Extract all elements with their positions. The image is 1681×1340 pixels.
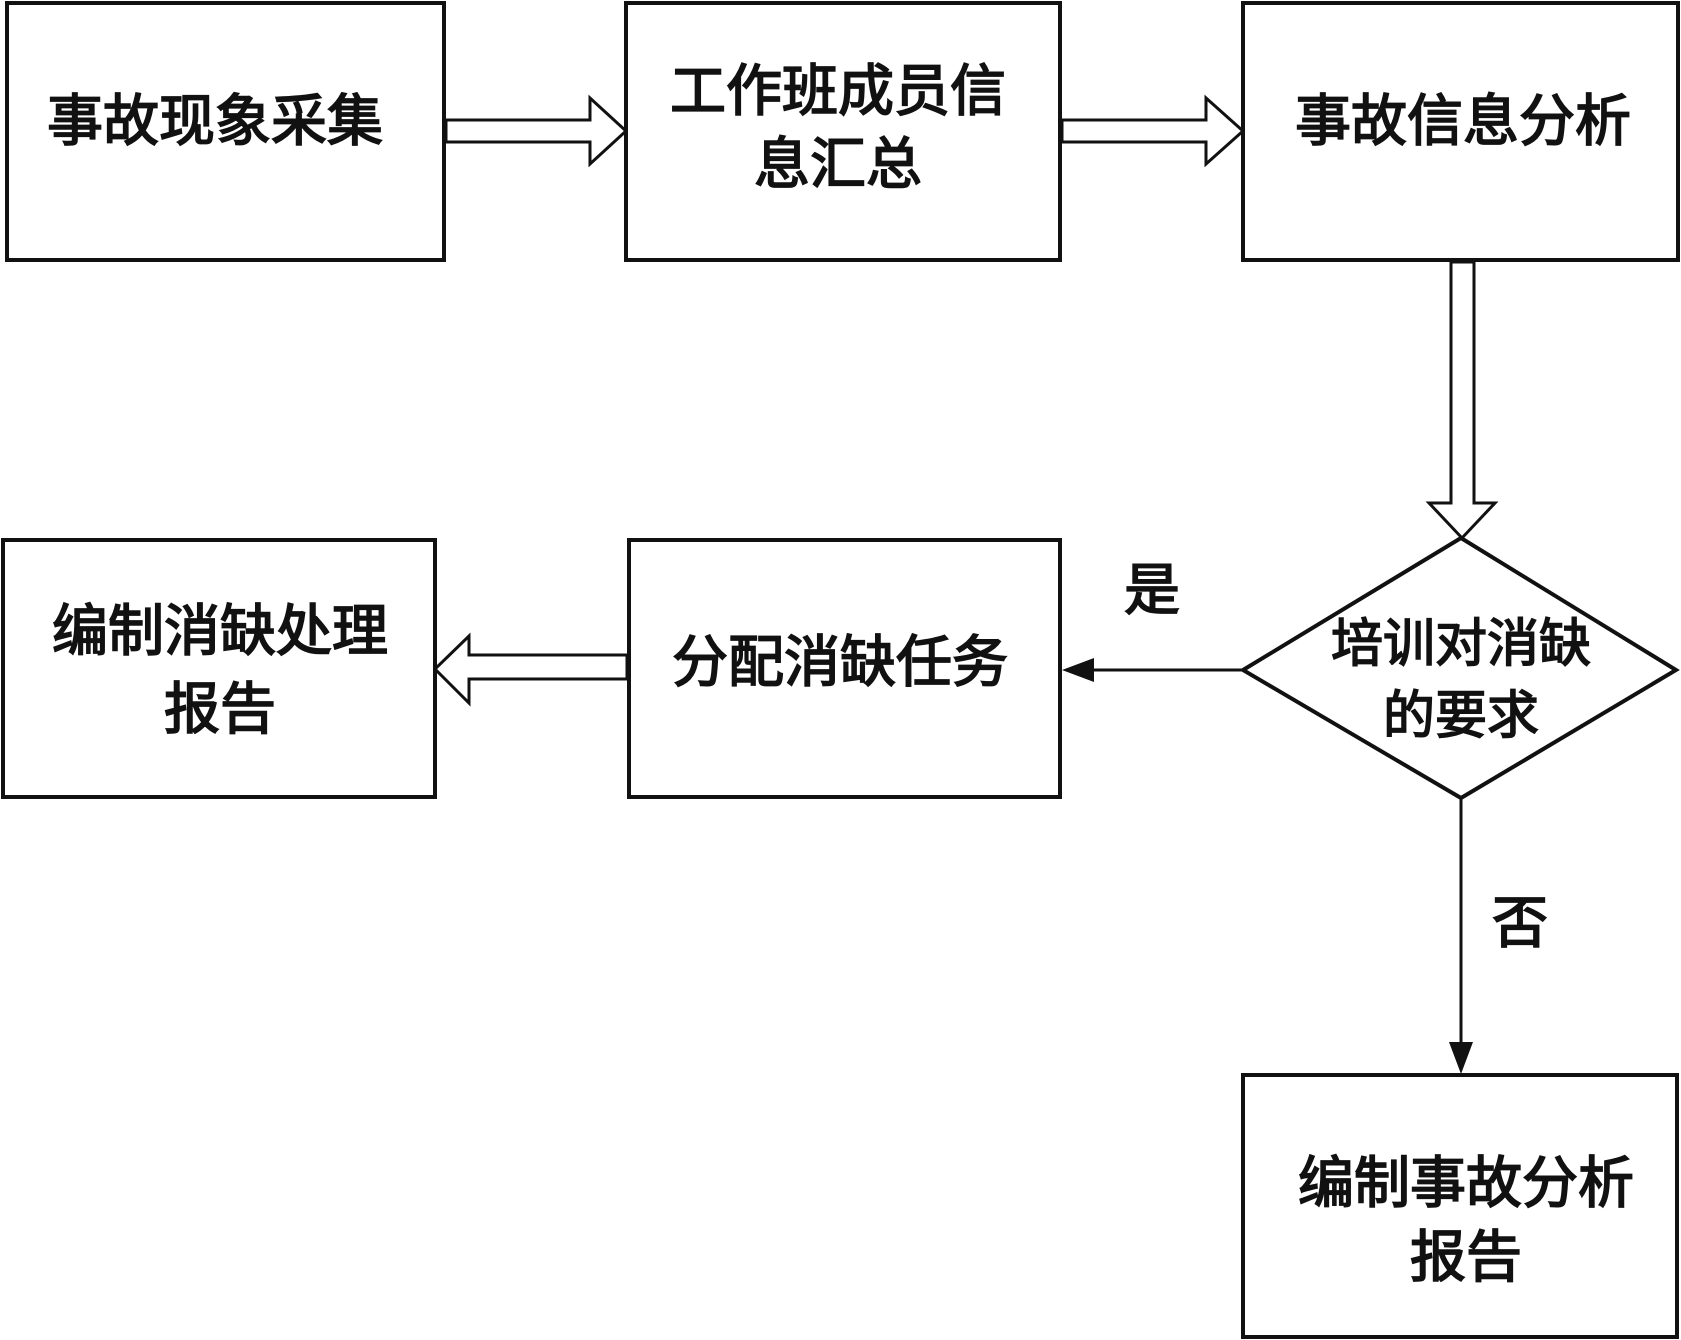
edge-label-yes: 是: [1124, 558, 1180, 624]
node-assign-label: 分配消缺任务: [672, 630, 1008, 696]
node-summary: 工作班成员信 息汇总: [624, 1, 1062, 262]
node-defect-report-label-line1: 编制消缺处理: [52, 599, 388, 665]
arrow-assign-to-defect-report: [432, 632, 629, 707]
node-analysis-label: 事故信息分析: [1295, 89, 1631, 155]
node-accident-report: 编制事故分析 报告: [1241, 1073, 1679, 1339]
edge-label-no: 否: [1492, 891, 1548, 957]
arrow-decision-no: [1449, 798, 1473, 1074]
node-accident-report-label-line1: 编制事故分析: [1298, 1151, 1634, 1217]
node-summary-label-line2: 息汇总: [754, 132, 922, 198]
node-analysis: 事故信息分析: [1241, 1, 1680, 262]
arrow-analysis-to-decision: [1425, 260, 1499, 541]
node-decision-label-line1: 培训对消缺: [1331, 614, 1591, 675]
node-collect-label: 事故现象采集: [47, 89, 383, 155]
node-assign: 分配消缺任务: [627, 538, 1062, 799]
node-decision: 培训对消缺 的要求: [1239, 535, 1680, 801]
arrow-decision-yes: [1062, 658, 1243, 682]
node-decision-label-line2: 的要求: [1383, 686, 1539, 747]
arrow-summary-to-analysis: [1060, 94, 1246, 168]
node-defect-report-label-line2: 报告: [164, 677, 276, 743]
node-defect-report: 编制消缺处理 报告: [1, 538, 437, 799]
node-accident-report-label-line2: 报告: [1410, 1225, 1522, 1291]
node-collect: 事故现象采集: [5, 1, 446, 262]
arrow-collect-to-summary: [444, 94, 629, 168]
node-summary-label-line1: 工作班成员信: [670, 59, 1006, 125]
